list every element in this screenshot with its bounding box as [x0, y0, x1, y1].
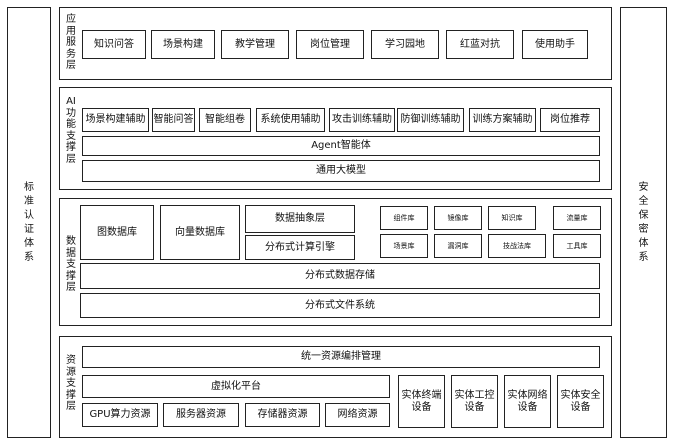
distributed-compute-engine: 分布式计算引擎 — [245, 235, 355, 260]
ai-item-smart-qa: 智能问答 — [152, 108, 195, 132]
lib-traffic: 流量库 — [553, 206, 601, 230]
app-item-learning-garden: 学习园地 — [371, 30, 439, 59]
security-secrecy-label: 安全保密体系 — [638, 181, 649, 263]
standard-certification-label: 标准认证体系 — [24, 181, 34, 263]
virtualization-platform: 虚拟化平台 — [82, 375, 390, 398]
vector-db: 向量数据库 — [160, 205, 240, 260]
app-item-scenario-build: 场景构建 — [151, 30, 215, 59]
ai-item-plan-assist: 训练方案辅助 — [469, 108, 536, 132]
app-item-red-blue: 红蓝对抗 — [446, 30, 514, 59]
app-item-post-mgmt: 岗位管理 — [296, 30, 364, 59]
storage-resource: 存储器资源 — [245, 403, 320, 427]
lib-image: 镜像库 — [434, 206, 482, 230]
distributed-storage: 分布式数据存储 — [80, 263, 600, 289]
ai-item-smart-paper: 智能组卷 — [199, 108, 251, 132]
distributed-fs: 分布式文件系统 — [80, 293, 600, 318]
device-ics: 实体工控设备 — [451, 375, 498, 428]
device-terminal: 实体终端设备 — [398, 375, 445, 428]
llm-box: 通用大模型 — [82, 160, 600, 182]
lib-knowledge: 知识库 — [488, 206, 536, 230]
data-abstraction-layer: 数据抽象层 — [245, 205, 355, 233]
app-layer-title: 应用服务层 — [66, 14, 76, 71]
lib-component: 组件库 — [380, 206, 428, 230]
network-resource: 网络资源 — [325, 403, 390, 427]
app-item-teaching-mgmt: 教学管理 — [221, 30, 289, 59]
resource-orchestration: 统一资源编排管理 — [82, 346, 600, 368]
data-layer-title: 数据支撑层 — [66, 236, 76, 293]
lib-vulnerability: 漏洞库 — [434, 234, 482, 258]
lib-scenario: 场景库 — [380, 234, 428, 258]
ai-item-defense-assist: 防御训练辅助 — [397, 108, 464, 132]
ai-item-post-recommend: 岗位推荐 — [540, 108, 600, 132]
ai-item-attack-assist: 攻击训练辅助 — [329, 108, 395, 132]
app-item-use-assistant: 使用助手 — [522, 30, 588, 59]
resource-layer-title: 资源支撑层 — [66, 355, 76, 412]
server-resource: 服务器资源 — [163, 403, 239, 427]
device-security: 实体安全设备 — [557, 375, 604, 428]
device-network: 实体网络设备 — [504, 375, 551, 428]
lib-tools: 工具库 — [553, 234, 601, 258]
app-item-knowledge-qa: 知识问答 — [82, 30, 146, 59]
agent-box: Agent智能体 — [82, 136, 600, 156]
ai-item-system-assist: 系统使用辅助 — [256, 108, 325, 132]
ai-item-scenario-assist: 场景构建辅助 — [82, 108, 149, 132]
graph-db: 图数据库 — [80, 205, 154, 260]
security-secrecy-sidebar: 安全保密体系 — [620, 7, 667, 438]
gpu-resource: GPU算力资源 — [82, 403, 158, 427]
lib-tactics: 技战法库 — [488, 234, 546, 258]
standard-certification-sidebar: 标准认证体系 — [7, 7, 51, 438]
